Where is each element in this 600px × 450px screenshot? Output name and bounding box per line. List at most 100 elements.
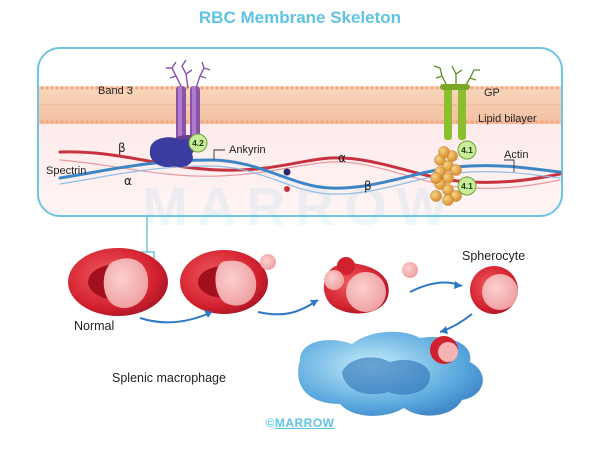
lipid-head — [525, 120, 529, 124]
watermark: MARROW — [143, 177, 458, 237]
splenic-macrophage — [298, 331, 483, 416]
lipid-head — [245, 120, 249, 124]
actin-bead — [450, 164, 462, 176]
lipid-head — [350, 120, 354, 124]
lipid-head — [60, 120, 64, 124]
lipid-head — [365, 120, 369, 124]
lipid-head — [340, 120, 344, 124]
lipid-head — [330, 86, 334, 90]
lipid-head — [400, 86, 404, 90]
lipid-head — [420, 86, 424, 90]
lipid-head — [310, 86, 314, 90]
lipid-head — [265, 86, 269, 90]
lipid-head — [375, 120, 379, 124]
lipid-head — [280, 86, 284, 90]
lipid-head — [150, 86, 154, 90]
lipid-head — [545, 86, 549, 90]
lipid-head — [350, 86, 354, 90]
lipid-head — [285, 86, 289, 90]
lipid-head — [370, 120, 374, 124]
protein-4-1-lower — [457, 176, 477, 196]
lipid-head — [415, 86, 419, 90]
lipid-head — [515, 120, 519, 124]
lipid-head — [260, 86, 264, 90]
lipid-head — [510, 120, 514, 124]
lipid-head — [480, 86, 484, 90]
lipid-head — [540, 120, 544, 124]
lipid-head — [540, 86, 544, 90]
lipid-head — [505, 120, 509, 124]
lipid-head — [550, 120, 554, 124]
lipid-head — [145, 86, 149, 90]
lipid-head — [405, 120, 409, 124]
lipid-head — [210, 86, 214, 90]
lipid-head — [110, 120, 114, 124]
lipid-head — [145, 120, 149, 124]
lipid-head — [130, 86, 134, 90]
lipid-head — [415, 120, 419, 124]
lipid-head — [40, 86, 44, 90]
lipid-head — [475, 86, 479, 90]
lipid-head — [425, 86, 429, 90]
lipid-head — [235, 86, 239, 90]
actin-label: Actin — [504, 149, 528, 161]
lipid-head — [390, 120, 394, 124]
lipid-head — [520, 86, 524, 90]
lipid-head — [215, 120, 219, 124]
lipid-head — [95, 86, 99, 90]
lipid-head — [250, 120, 254, 124]
lipid-head — [255, 86, 259, 90]
lipid-head — [225, 120, 229, 124]
spectrin-junction — [283, 168, 291, 176]
actin-bead — [442, 194, 454, 206]
band3-label: Band 3 — [98, 85, 133, 97]
lipid-head — [330, 120, 334, 124]
lipid-head — [490, 86, 494, 90]
lipid-head — [340, 86, 344, 90]
lipid-head — [485, 120, 489, 124]
lipid-head — [385, 86, 389, 90]
lipid-head — [315, 120, 319, 124]
lipid-head — [495, 86, 499, 90]
lipid-head — [65, 86, 69, 90]
lipid-head — [60, 86, 64, 90]
lipid-head — [155, 86, 159, 90]
lipid-head — [315, 86, 319, 90]
lipid-head — [470, 120, 474, 124]
splenic-macrophage-label: Splenic macrophage — [112, 371, 226, 385]
lipid-head — [200, 120, 204, 124]
lipid-head — [470, 86, 474, 90]
alpha-label-left: α — [124, 174, 132, 188]
lipid-head — [500, 120, 504, 124]
lipid-head — [135, 86, 139, 90]
lipid-head — [240, 120, 244, 124]
lipid-head — [185, 120, 189, 124]
protein-4-1-lower-label: 4.1 — [461, 181, 473, 191]
lipid-head — [120, 120, 124, 124]
lipid-head — [95, 120, 99, 124]
actin-bead — [438, 146, 450, 158]
lipid-head — [265, 120, 269, 124]
lipid-head — [125, 86, 129, 90]
lipid-head — [225, 86, 229, 90]
lipid-head — [360, 120, 364, 124]
lipid-head — [465, 120, 469, 124]
protein-4-1-upper-label: 4.1 — [461, 145, 473, 155]
lipid-head — [105, 86, 109, 90]
actin-bead — [442, 172, 454, 184]
lipid-head — [100, 86, 104, 90]
lipid-head — [170, 120, 174, 124]
lipid-head — [535, 86, 539, 90]
lipid-head — [250, 86, 254, 90]
lipid-head — [240, 86, 244, 90]
lipid-head — [70, 86, 74, 90]
normal-rbc — [68, 248, 168, 316]
lipid-head — [410, 86, 414, 90]
lipid-head — [380, 120, 384, 124]
lipid-head — [120, 86, 124, 90]
lipid-head — [310, 120, 314, 124]
spectrin-label: Spectrin — [46, 165, 86, 177]
lipid-head — [205, 86, 209, 90]
lipid-head — [525, 86, 529, 90]
lipid-head — [160, 120, 164, 124]
